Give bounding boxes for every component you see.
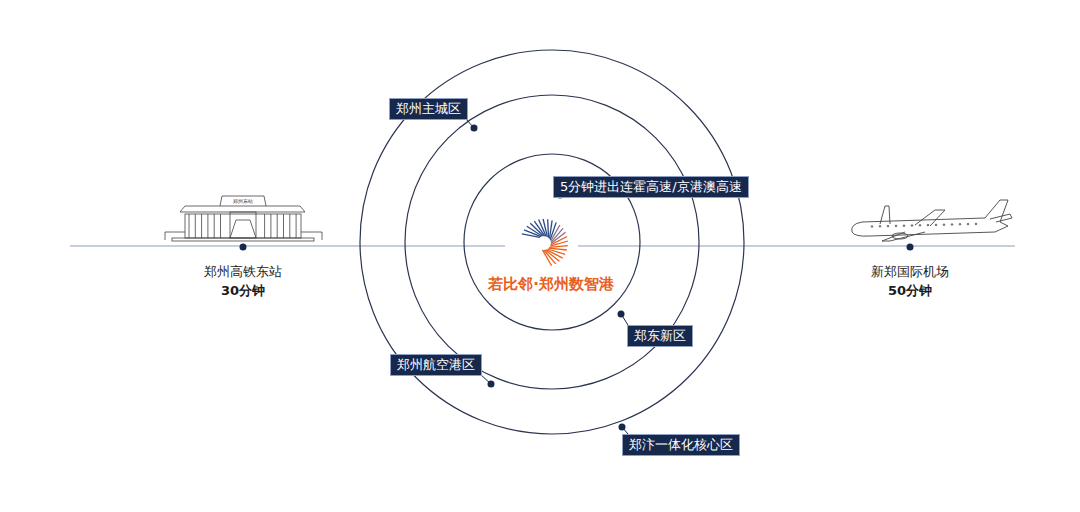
location-tag: 郑东新区 (627, 325, 693, 347)
plane-window (951, 224, 953, 226)
plane-window (911, 225, 913, 227)
station-column (189, 214, 190, 238)
logo-stroke (547, 219, 549, 237)
plane-window (903, 225, 905, 227)
tag-text: 郑州主城区 (396, 101, 461, 116)
project-name: 若比邻·郑州数智港 (488, 276, 614, 292)
station-column (195, 214, 196, 238)
station-illustration (165, 196, 322, 241)
travel-time: 50分钟 (888, 283, 932, 299)
tag-text: 郑州航空港区 (397, 357, 475, 372)
location-tag: 郑汴一体化核心区 (622, 434, 740, 456)
tag-text: 5分钟进出连霍高速/京港澳高速 (560, 179, 742, 194)
airplane-illustration (852, 200, 1012, 241)
airport-name: 新郑国际机场 (871, 264, 949, 280)
plane-window (975, 223, 977, 225)
station-column (201, 214, 202, 238)
plane-window (959, 224, 961, 226)
tag-text: 郑汴一体化核心区 (629, 437, 733, 452)
logo-stroke (550, 246, 568, 248)
station-column (277, 214, 278, 238)
plane-window (895, 225, 897, 227)
logo-stroke (542, 250, 551, 266)
range-circles (360, 50, 744, 434)
tag-text: 郑东新区 (634, 328, 686, 343)
station-column (220, 214, 221, 238)
plane-window (871, 226, 873, 228)
plane-window (935, 224, 937, 226)
station-name: 郑州高铁东站 (204, 264, 282, 280)
station-column (296, 214, 297, 238)
station-column (214, 214, 215, 238)
axis-line (70, 246, 1015, 247)
station-sign: 郑州东站 (233, 198, 253, 204)
center-logo (522, 219, 568, 266)
leader-lines (466, 119, 628, 434)
plane-window (919, 225, 921, 227)
station-column (264, 214, 265, 238)
plane-window (927, 224, 929, 226)
location-tag: 郑州航空港区 (390, 354, 482, 376)
location-tag: 5分钟进出连霍高速/京港澳高速 (553, 176, 749, 198)
location-tag: 郑州主城区 (389, 98, 468, 120)
station-column (289, 214, 290, 238)
station-column (283, 214, 284, 238)
plane-window (887, 225, 889, 227)
station-column (270, 214, 271, 238)
plane-window (943, 224, 945, 226)
location-dots (240, 125, 914, 431)
travel-time: 30分钟 (221, 283, 265, 299)
plane-window (967, 223, 969, 225)
station-column (207, 214, 208, 238)
logo-stroke (543, 219, 547, 237)
plane-window (879, 226, 881, 228)
